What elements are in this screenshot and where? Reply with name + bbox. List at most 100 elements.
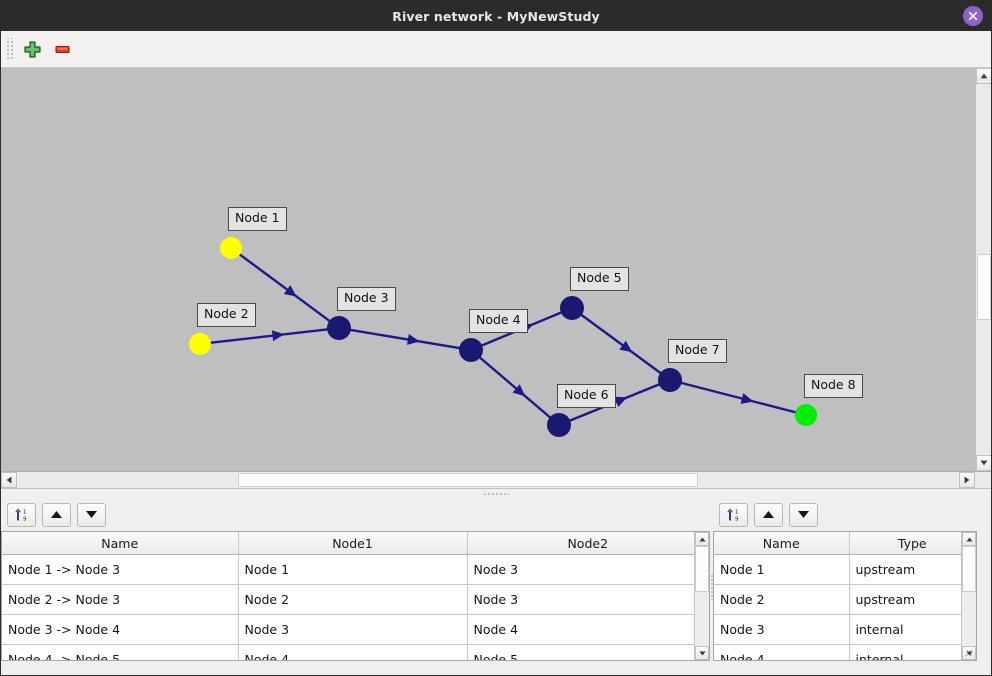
vertical-splitter[interactable] xyxy=(710,498,713,675)
branches-table-row-cell[interactable]: Node 2 xyxy=(238,584,468,615)
nodes-column-header-name[interactable]: Name xyxy=(714,532,850,555)
branches-scroll-up-button[interactable] xyxy=(695,532,709,546)
network-graph-canvas[interactable] xyxy=(1,68,976,454)
graph-edge[interactable] xyxy=(478,356,552,419)
branches-table-row-cell[interactable]: Node 3 xyxy=(238,614,468,645)
title-bar: River network - MyNewStudy xyxy=(1,1,991,31)
arrow-down-icon xyxy=(86,511,97,518)
delete-node-button[interactable] xyxy=(47,34,77,64)
branches-table-scrollbar[interactable] xyxy=(694,532,709,660)
graph-node-label-node-5[interactable]: Node 5 xyxy=(570,267,629,291)
nodes-move-down-button[interactable] xyxy=(789,502,818,527)
nodes-scroll-up-button[interactable] xyxy=(962,532,976,546)
chevron-left-icon xyxy=(6,476,12,484)
nodes-table-row-cell[interactable]: internal xyxy=(849,644,976,660)
nodes-button-bar: 1 9 xyxy=(713,498,991,531)
graph-node-node-3[interactable] xyxy=(327,316,351,340)
nodes-column-header-type[interactable]: Type xyxy=(849,532,976,555)
branches-table-row-cell[interactable]: Node 5 xyxy=(467,644,709,660)
toolbar-drag-handle[interactable] xyxy=(5,38,14,60)
branches-table-row-cell[interactable]: Node 2 -> Node 3 xyxy=(2,584,239,615)
network-graph-panel[interactable]: Node 1 Node 2 Node 3 Node 4 Node 5 Node 6 Node… xyxy=(1,68,991,472)
nodes-table-row-cell[interactable]: internal xyxy=(849,614,976,645)
graph-node-node-5[interactable] xyxy=(560,296,584,320)
graph-vscroll-thumb[interactable] xyxy=(977,254,991,320)
add-node-button[interactable] xyxy=(17,34,47,64)
arrow-up-icon xyxy=(763,511,774,518)
graph-node-label-node-1[interactable]: Node 1 xyxy=(228,207,287,231)
graph-edge[interactable] xyxy=(209,328,329,345)
branches-table-row-cell[interactable]: Node 3 xyxy=(467,554,709,585)
graph-node-label-node-7[interactable]: Node 7 xyxy=(668,339,727,363)
nodes-scroll-thumb[interactable] xyxy=(962,546,976,592)
graph-node-label-node-2[interactable]: Node 2 xyxy=(197,303,256,327)
branches-table-row-cell[interactable]: Node 4 xyxy=(238,644,468,660)
graph-node-label-node-4[interactable]: Node 4 xyxy=(469,309,528,333)
svg-text:9: 9 xyxy=(23,516,27,522)
nodes-table-scrollbar[interactable] xyxy=(961,532,976,660)
branches-scroll-thumb[interactable] xyxy=(695,546,709,592)
graph-scroll-right-button[interactable] xyxy=(959,472,975,488)
branches-table-row-cell[interactable]: Node 3 xyxy=(467,584,709,615)
chevron-right-icon xyxy=(964,476,970,484)
graph-node-node-1[interactable] xyxy=(220,237,242,259)
branches-table-row-cell[interactable]: Node 3 -> Node 4 xyxy=(2,614,239,645)
window-title: River network - MyNewStudy xyxy=(392,8,600,24)
graph-node-node-6[interactable] xyxy=(547,413,571,437)
close-button[interactable] xyxy=(963,6,983,26)
graph-node-node-7[interactable] xyxy=(658,368,682,392)
branches-move-up-button[interactable] xyxy=(42,502,71,527)
graph-node-label-node-6[interactable]: Node 6 xyxy=(557,384,616,408)
nodes-table-row-cell[interactable]: Node 2 xyxy=(714,584,850,615)
branches-move-down-button[interactable] xyxy=(77,502,106,527)
graph-node-label-node-3[interactable]: Node 3 xyxy=(337,287,396,311)
graph-vertical-scrollbar[interactable] xyxy=(975,68,991,471)
graph-edge[interactable] xyxy=(680,381,797,414)
graph-node-node-4[interactable] xyxy=(459,338,483,362)
nodes-table-row-cell[interactable]: Node 3 xyxy=(714,614,850,645)
nodes-table-row-cell[interactable]: upstream xyxy=(849,554,976,585)
branches-column-header-name[interactable]: Name xyxy=(2,532,239,555)
graph-node-node-2[interactable] xyxy=(189,333,211,355)
nodes-move-up-button[interactable] xyxy=(754,502,783,527)
branches-table-row-cell[interactable]: Node 4 -> Node 5 xyxy=(2,644,239,660)
branches-table-row-cell[interactable]: Node 1 xyxy=(238,554,468,585)
resize-grip[interactable] xyxy=(965,649,974,658)
nodes-table-row-cell[interactable]: upstream xyxy=(849,584,976,615)
branches-column-header-node2[interactable]: Node2 xyxy=(467,532,709,555)
graph-edge[interactable] xyxy=(580,313,662,375)
horizontal-splitter[interactable] xyxy=(1,489,991,498)
graph-edge-arrowhead xyxy=(271,330,285,342)
branches-sort-button[interactable]: 1 9 xyxy=(7,502,36,527)
branches-scroll-down-button[interactable] xyxy=(695,646,709,660)
nodes-table-row-cell[interactable]: Node 1 xyxy=(714,554,850,585)
graph-node-node-8[interactable] xyxy=(795,404,817,426)
graph-hscroll-thumb[interactable] xyxy=(238,473,698,487)
graph-scroll-up-button[interactable] xyxy=(976,68,991,84)
graph-edge[interactable] xyxy=(238,252,331,323)
nodes-sort-button[interactable]: 1 9 xyxy=(719,502,748,527)
branches-column-header-node1[interactable]: Node1 xyxy=(238,532,468,555)
graph-edge[interactable] xyxy=(349,328,461,350)
branches-table-row-cell[interactable]: Node 1 -> Node 3 xyxy=(2,554,239,585)
graph-scroll-down-button[interactable] xyxy=(976,455,991,471)
chevron-up-icon xyxy=(980,73,988,79)
sort-ascending-icon: 1 9 xyxy=(14,508,27,522)
branches-table-row-cell[interactable]: Node 4 xyxy=(467,614,709,645)
nodes-table-row-cell[interactable]: Node 4 xyxy=(714,644,850,660)
graph-horizontal-scrollbar[interactable] xyxy=(1,472,991,489)
graph-node-label-node-8[interactable]: Node 8 xyxy=(804,374,863,398)
chevron-up-icon xyxy=(965,537,973,541)
graph-scroll-left-button[interactable] xyxy=(1,472,17,488)
